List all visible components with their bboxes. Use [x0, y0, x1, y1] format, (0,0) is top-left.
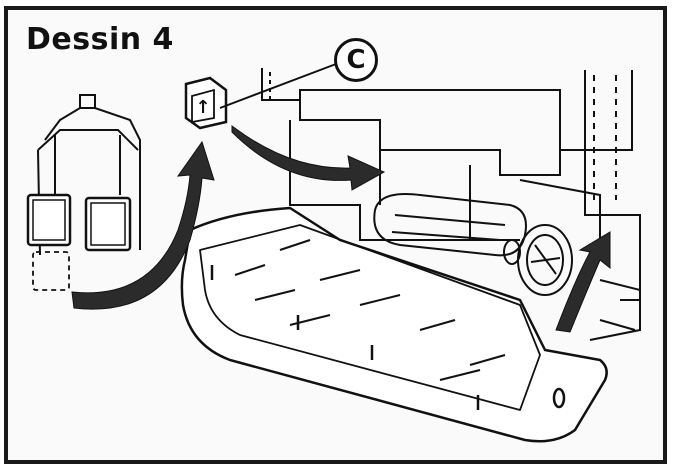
- callout-leader: [219, 63, 337, 109]
- filter-pads: [26, 193, 132, 291]
- arrow-tab-to-housing: [231, 124, 386, 191]
- appliance-body: [261, 68, 641, 341]
- filter-tab: [184, 76, 228, 130]
- filter-tab-symbol: ↑: [195, 97, 210, 118]
- curved-arrows: [71, 124, 611, 333]
- callout-label-c: C: [334, 38, 378, 82]
- arrow-pads-to-tab: [71, 140, 215, 310]
- drawer-tray: [180, 206, 608, 443]
- filter-knob: [503, 224, 573, 296]
- filter-housing: [373, 193, 527, 257]
- figure-title: Dessin 4: [26, 22, 174, 57]
- arrow-into-knob: [555, 231, 611, 333]
